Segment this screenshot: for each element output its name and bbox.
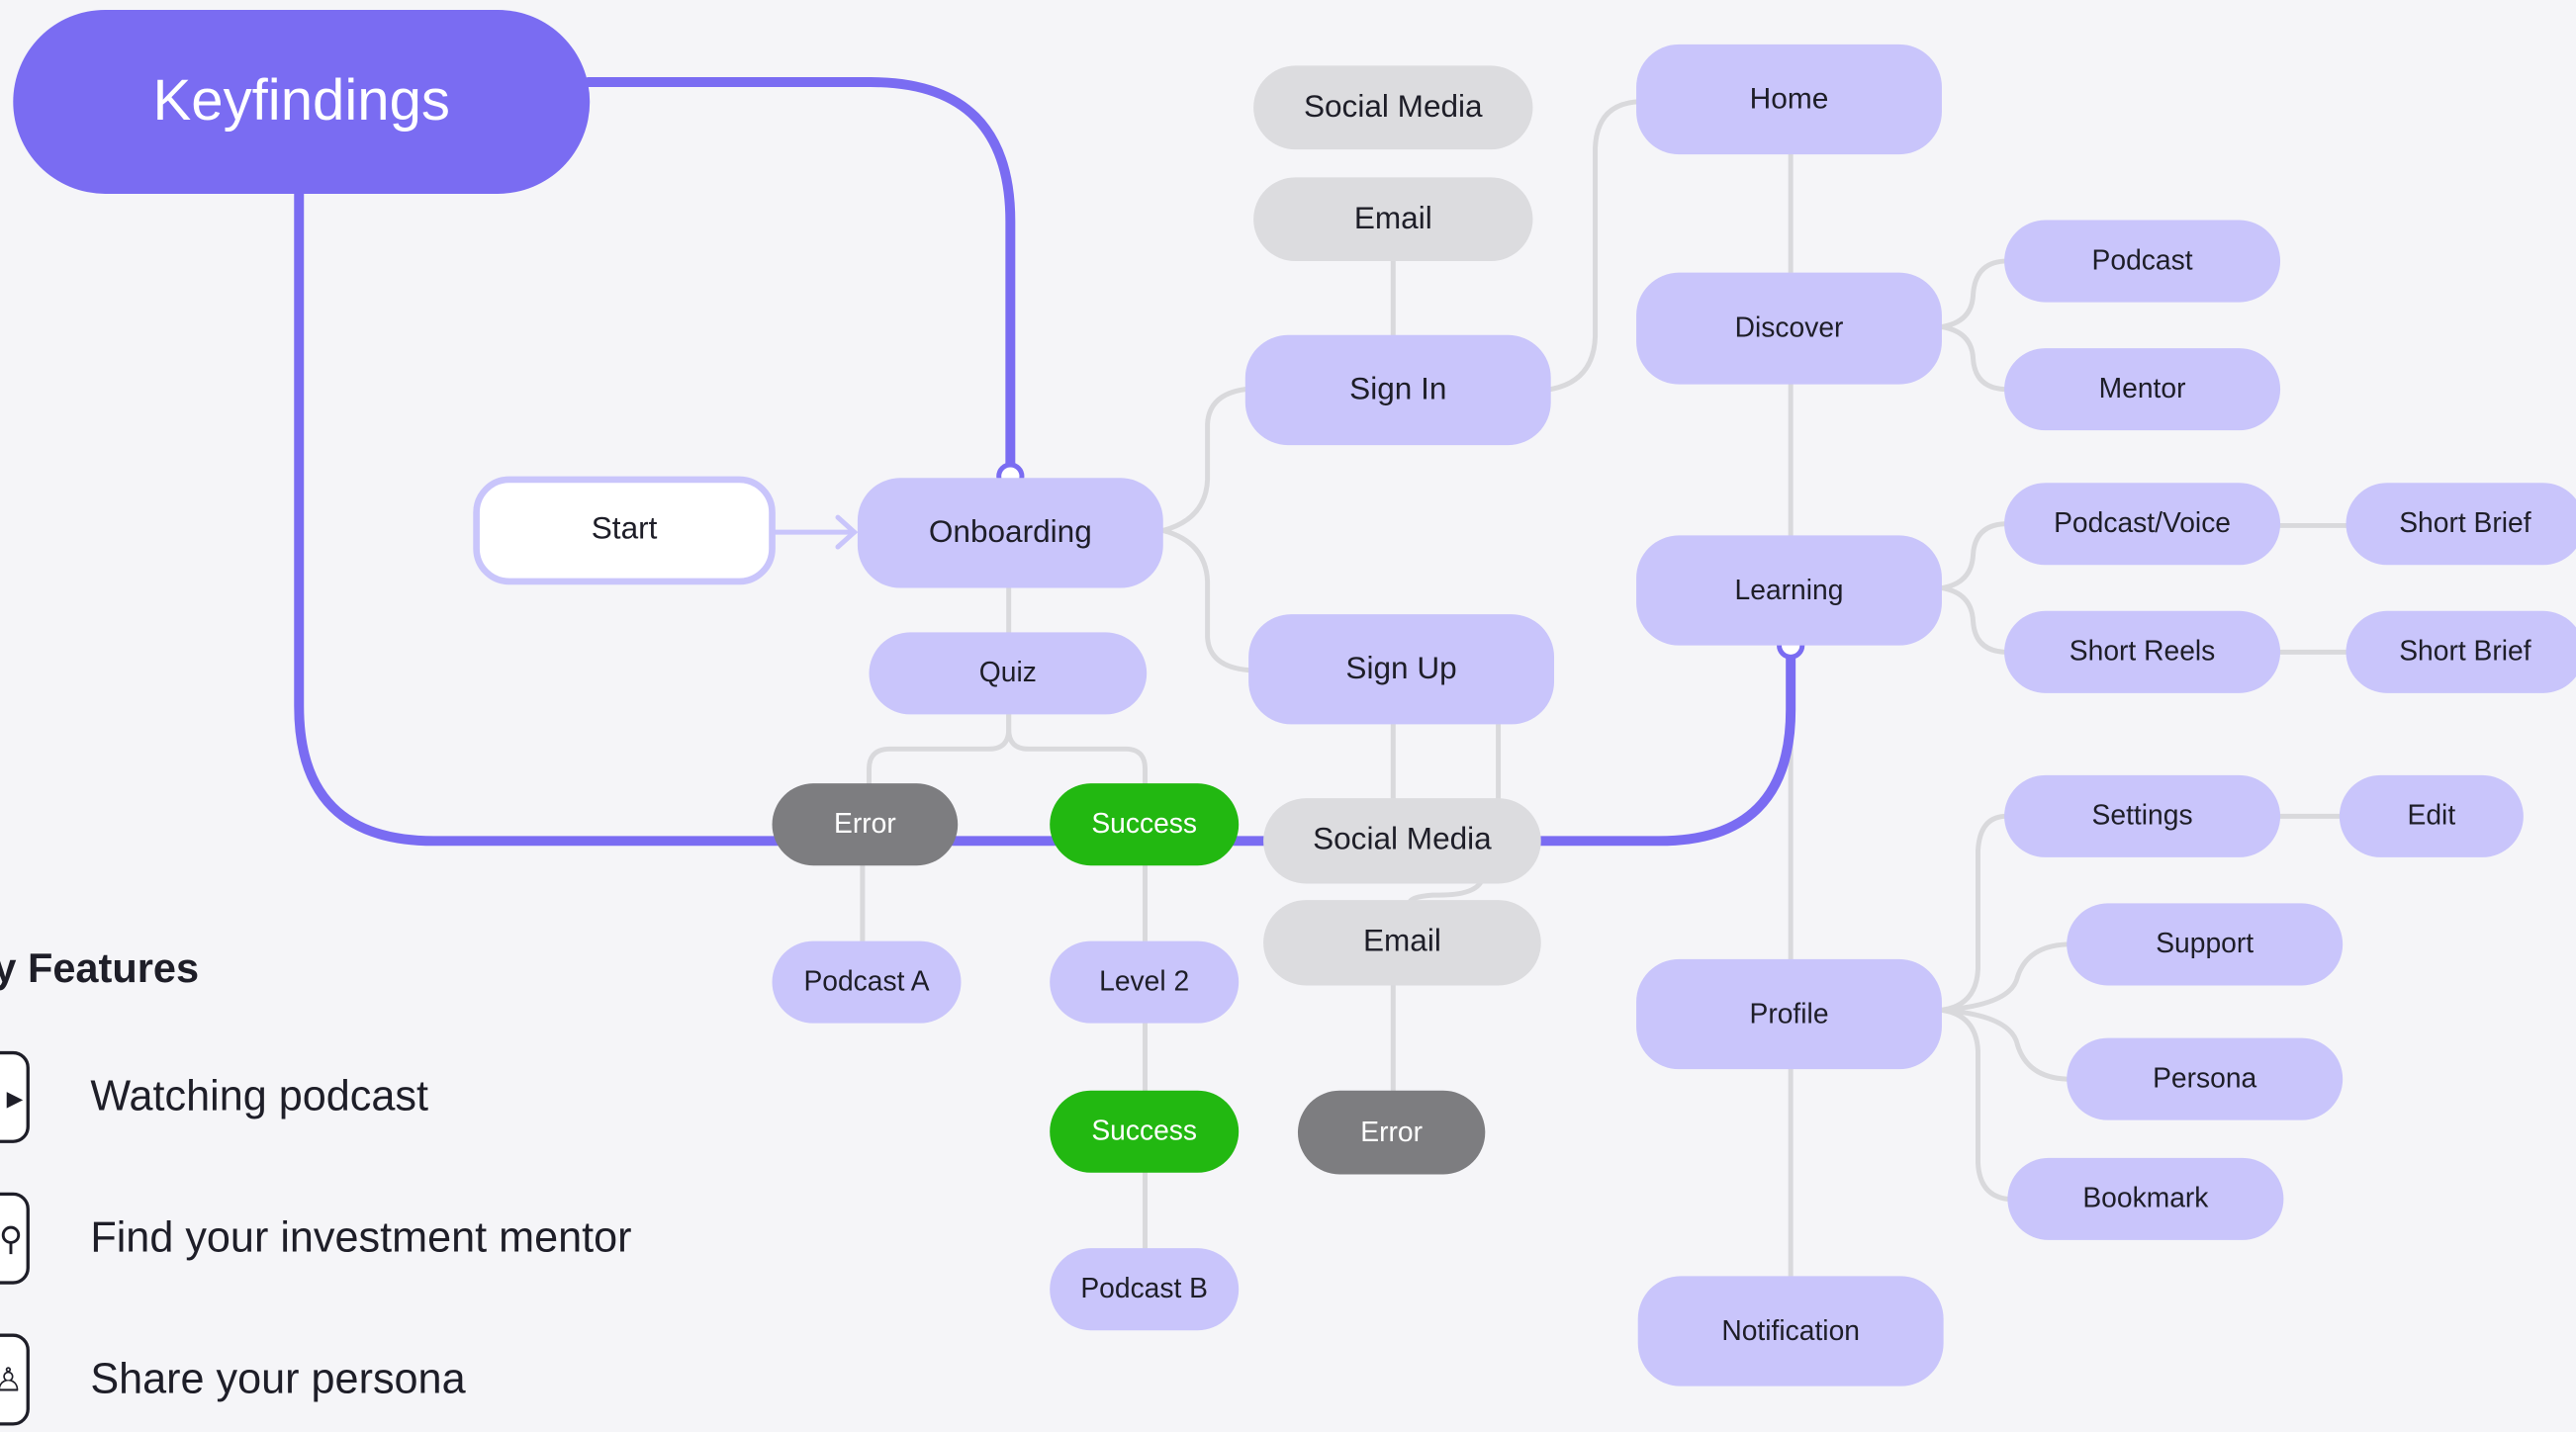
node-success-quiz[interactable]: Success: [1050, 783, 1240, 866]
node-settings[interactable]: Settings: [2004, 774, 2281, 857]
user-icon: ♙: [0, 1333, 30, 1426]
node-level-2[interactable]: Level 2: [1050, 940, 1240, 1024]
search-icon: ⚲: [0, 1192, 30, 1285]
node-edit[interactable]: Edit: [2339, 774, 2524, 857]
keyfindings-title: Keyfindings: [13, 9, 591, 194]
node-sign-in[interactable]: Sign In: [1244, 334, 1551, 446]
node-quiz[interactable]: Quiz: [869, 632, 1148, 715]
node-home[interactable]: Home: [1636, 44, 1942, 155]
node-email-signin[interactable]: Email: [1253, 177, 1533, 262]
node-error-signup[interactable]: Error: [1297, 1090, 1486, 1175]
node-success-level2[interactable]: Success: [1050, 1090, 1240, 1173]
feature-label: Find your investment mentor: [90, 1211, 632, 1262]
flow-diagram: Keyfindings Start Onboarding Quiz Error …: [0, 9, 2576, 1426]
keyfindings-label: Keyfindings: [152, 68, 450, 134]
node-podcast-voice[interactable]: Podcast/Voice: [2004, 483, 2281, 566]
node-discover[interactable]: Discover: [1636, 272, 1942, 385]
node-short-brief-podcast[interactable]: Short Brief: [2346, 483, 2576, 566]
node-start[interactable]: Start: [473, 476, 776, 585]
feature-label: Watching podcast: [90, 1070, 428, 1120]
node-persona[interactable]: Persona: [2067, 1037, 2344, 1120]
node-sign-up[interactable]: Sign Up: [1248, 614, 1555, 725]
node-social-media-signup[interactable]: Social Media: [1263, 798, 1541, 884]
node-podcast-b[interactable]: Podcast B: [1050, 1248, 1240, 1331]
node-profile[interactable]: Profile: [1636, 958, 1942, 1070]
node-social-media-signin[interactable]: Social Media: [1253, 65, 1533, 150]
node-learning[interactable]: Learning: [1636, 535, 1942, 646]
node-onboarding[interactable]: Onboarding: [857, 478, 1163, 588]
play-icon: ▸: [0, 1050, 30, 1143]
node-podcast[interactable]: Podcast: [2004, 220, 2281, 303]
feature-label: Share your persona: [90, 1353, 466, 1403]
node-short-reels[interactable]: Short Reels: [2004, 610, 2281, 693]
node-bookmark[interactable]: Bookmark: [2007, 1157, 2284, 1240]
node-support[interactable]: Support: [2067, 903, 2344, 986]
node-email-signup[interactable]: Email: [1263, 900, 1541, 986]
node-short-brief-reels[interactable]: Short Brief: [2346, 610, 2576, 693]
key-features-heading: y Features: [0, 945, 200, 993]
node-podcast-a[interactable]: Podcast A: [772, 940, 962, 1024]
node-notification[interactable]: Notification: [1637, 1276, 1944, 1387]
node-mentor[interactable]: Mentor: [2004, 348, 2281, 431]
node-error-quiz[interactable]: Error: [772, 783, 959, 866]
